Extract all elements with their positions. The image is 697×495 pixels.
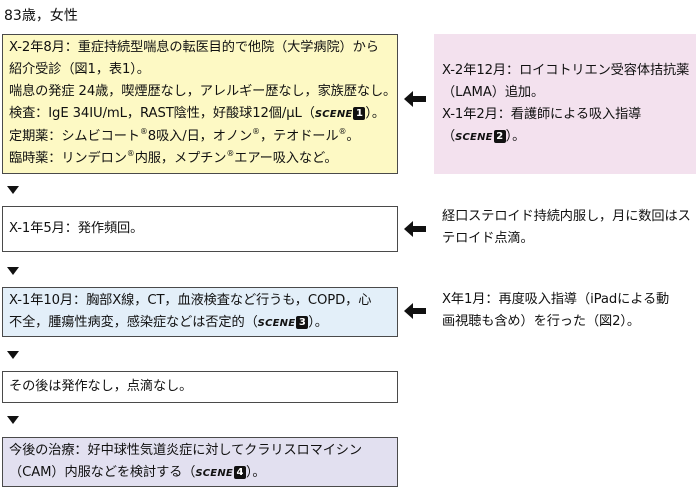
side-note-1-line-4-b: ）。 (505, 129, 526, 144)
history-line-5-a: 定期薬：シムビコート (9, 129, 140, 144)
history-line-6-b: 内服，メプチン (134, 151, 227, 166)
registered-mark: ® (252, 127, 260, 136)
side-note-2-line-1: 経口ステロイド持続内服し，月に数回はス (442, 209, 691, 224)
history-line-5-c: ，テオドール (259, 129, 339, 144)
down-arrow-icon (7, 351, 19, 359)
scene-number-2: 2 (493, 130, 506, 143)
event-box-3-text: その後は発作なし，点滴なし。 (9, 379, 193, 394)
history-line-5-b: 8吸入/日，オノン (147, 129, 253, 144)
left-arrow-icon (404, 303, 426, 319)
scene-label: SCENE (257, 318, 296, 329)
scene-label: SCENE (195, 468, 233, 479)
history-line-1: X-2年8月：重症持続型喘息の転医目的で他院（大学病院）から (9, 40, 379, 55)
side-note-1-line-1: X-2年12月：ロイコトリエン受容体拮抗薬 (442, 63, 690, 78)
history-box: X-2年8月：重症持続型喘息の転医目的で他院（大学病院）から 紹介受診（図1，表… (2, 34, 398, 174)
history-line-2: 紹介受診（図1，表1）。 (9, 62, 150, 77)
history-line-6-c: エアー吸入など。 (234, 151, 338, 166)
side-note-3-line-2: 画視聴も含め）を行った（図2）。 (442, 314, 641, 329)
side-note-2-line-2: テロイド点滴。 (442, 231, 534, 246)
event-box-2-line-2-a: 不全，腫瘍性病変，感染症などは否定的（ (9, 315, 258, 330)
left-arrow-icon (404, 221, 426, 237)
event-box-2-line-2-b: ）。 (308, 315, 328, 330)
scene-number-1: 1 (353, 107, 366, 120)
side-note-1-line-4-a: （ (442, 129, 456, 144)
event-box-1: X-1年5月：発作頻回。 (2, 206, 398, 252)
event-box-1-text: X-1年5月：発作頻回。 (9, 221, 144, 236)
down-arrow-icon (7, 267, 19, 275)
scene-label: SCENE (455, 132, 493, 143)
left-arrow-icon (404, 91, 426, 107)
history-line-3: 喘息の発症 24歳，喫煙歴なし，アレルギー歴なし，家族歴なし。 (9, 84, 397, 99)
side-note-2: 経口ステロイド持続内服し，月に数回はス テロイド点滴。 (434, 206, 696, 252)
history-line-6-a: 臨時薬：リンデロン (9, 151, 127, 166)
side-note-1-line-2: （LAMA）追加。 (442, 85, 545, 100)
down-arrow-icon (7, 186, 19, 194)
plan-box: 今後の治療：好中球性気道炎症に対してクラリスロマイシン （CAM）内服などを検討… (2, 437, 398, 487)
case-header: 83歳，女性 (4, 8, 78, 24)
side-note-1: X-2年12月：ロイコトリエン受容体拮抗薬 （LAMA）追加。 X-1年2月：看… (434, 34, 696, 174)
side-note-1-line-3: X-1年2月：看護師による吸入指導 (442, 107, 642, 122)
plan-line-2-b: ）。 (245, 465, 266, 480)
history-line-4-text: 検査：IgE 34IU/mL，RAST陰性，好酸球12個/μL（ (9, 106, 315, 121)
down-arrow-icon (7, 416, 19, 424)
registered-mark: ® (226, 149, 235, 158)
scene-number-4: 4 (233, 466, 246, 479)
registered-mark: ® (139, 127, 148, 136)
scene-number-3: 3 (296, 316, 309, 329)
history-line-5: 定期薬：シムビコート®8吸入/日，オノン®，テオドール®。 (9, 126, 391, 148)
history-line-6: 臨時薬：リンデロン®内服，メプチン®エアー吸入など。 (9, 148, 391, 170)
scene-label: SCENE (314, 109, 353, 120)
plan-line-1: 今後の治療：好中球性気道炎症に対してクラリスロマイシン (9, 443, 362, 458)
registered-mark: ® (338, 127, 347, 136)
registered-mark: ® (126, 149, 135, 158)
event-box-3: その後は発作なし，点滴なし。 (2, 371, 398, 403)
side-note-3-line-1: X年1月：再度吸入指導（iPadによる動 (442, 292, 670, 307)
plan-line-2-a: （CAM）内服などを検討する（ (9, 465, 196, 480)
event-box-2: X-1年10月：胸部X線，CT，血液検査など行うも，COPD，心 不全，腫瘍性病… (2, 287, 398, 337)
history-line-4-end: ）。 (365, 106, 385, 121)
event-box-2-line-1: X-1年10月：胸部X線，CT，血液検査など行うも，COPD，心 (9, 293, 372, 308)
side-note-3: X年1月：再度吸入指導（iPadによる動 画視聴も含め）を行った（図2）。 (434, 289, 696, 335)
history-line-5-d: 。 (346, 129, 360, 144)
